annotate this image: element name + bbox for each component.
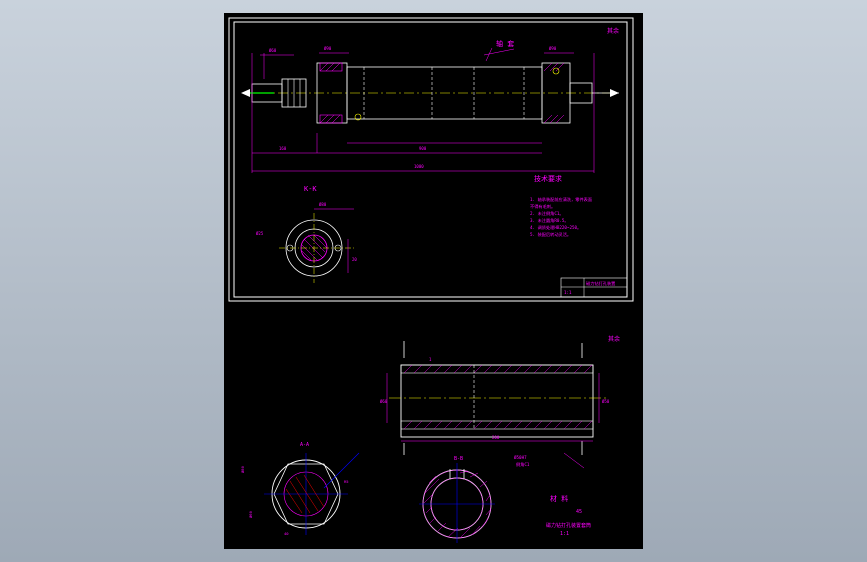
part-callout: 轴 套 [496, 39, 514, 48]
upper-outer-frame [228, 17, 634, 302]
upper-title-scale: 1:1 [564, 290, 572, 295]
svg-text:Ø60: Ø60 [248, 510, 253, 518]
cad-drawing: 其余 [228, 17, 634, 543]
upper-title-name: 磁力钻打孔装置 [586, 280, 615, 287]
upper-dimensions [251, 48, 595, 173]
svg-text:1: 1 [429, 357, 432, 362]
tech-req-line-5: 4. 调质处理HB220~250。 [530, 224, 581, 231]
section-b-view [419, 463, 495, 543]
svg-text:900: 900 [419, 146, 427, 151]
svg-text:Ø60: Ø60 [380, 399, 388, 404]
svg-text:Ø50: Ø50 [602, 399, 610, 404]
svg-text:40: 40 [284, 531, 289, 536]
svg-text:Ø60: Ø60 [269, 48, 277, 53]
svg-text:Ø90: Ø90 [549, 46, 557, 51]
tech-req-line-3: 2. 未注倒角C1。 [530, 210, 564, 217]
sleeve-hatch [403, 364, 593, 430]
upper-title-block: 磁力钻打孔装置 1:1 [560, 277, 628, 298]
tech-requirements: 技术要求 1. 轴承装配前应清洗，零件表面 不得有毛刺。 2. 未注倒角C1。 … [530, 174, 592, 238]
drawing-sheet: 其余 [224, 13, 643, 549]
sleeve-long-section [389, 364, 609, 438]
section-label-b: B-B [454, 456, 463, 462]
svg-text:Ø25: Ø25 [256, 231, 264, 236]
tech-req-line-2: 不得有毛刺。 [530, 203, 555, 210]
upper-dim-values: 1000 900 160 Ø60 Ø90 Ø90 [269, 46, 557, 169]
svg-text:Ø90: Ø90 [324, 46, 332, 51]
tolerance-note: Ø50H7 [514, 455, 527, 460]
svg-text:Ø80: Ø80 [319, 202, 327, 207]
upper-roughness-note: 其余 [607, 27, 619, 35]
lower-roughness-note: 其余 [608, 335, 620, 343]
svg-text:R5: R5 [344, 479, 349, 484]
lower-title-line: 磁力钻打孔装置套筒 [546, 522, 591, 529]
section-mark-kk: K-K [304, 185, 317, 193]
lower-title-block: 材 料 45 磁力钻打孔装置套筒 1:1 [546, 494, 591, 537]
material-label: 材 料 [550, 494, 568, 503]
section-label-a: A-A [300, 442, 309, 448]
svg-text:1000: 1000 [414, 164, 424, 169]
chamfer-note: 倒角C1 [516, 461, 530, 468]
svg-text:160: 160 [279, 146, 287, 151]
material-value: 45 [576, 509, 582, 515]
svg-text:Ø80: Ø80 [240, 465, 245, 473]
section-a-view [264, 452, 360, 535]
shaft-assembly-view [241, 62, 619, 124]
svg-text:20: 20 [352, 257, 357, 262]
svg-text:200: 200 [492, 435, 500, 440]
tech-req-title: 技术要求 [534, 174, 562, 183]
lower-title-scale: 1:1 [560, 531, 569, 537]
kk-section-view [279, 213, 354, 283]
tech-req-line-6: 5. 装配后转动灵活。 [530, 231, 571, 238]
tech-req-line-1: 1. 轴承装配前应清洗，零件表面 [530, 196, 592, 203]
tech-req-line-4: 3. 未注圆角R0.5。 [530, 217, 569, 224]
upper-inner-frame [233, 21, 628, 298]
